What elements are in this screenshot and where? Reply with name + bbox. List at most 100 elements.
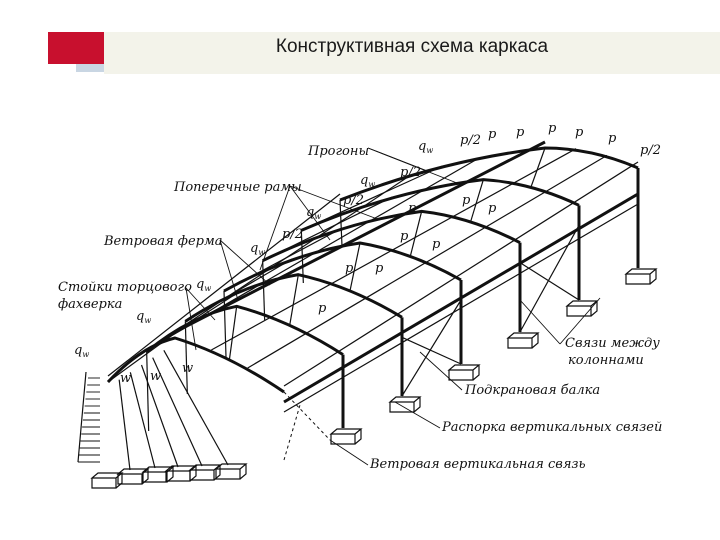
- title-band: [104, 32, 720, 74]
- frame-column-left: [184, 321, 188, 395]
- page-title: Конструктивная схема каркаса: [275, 36, 549, 57]
- leader-line: [185, 287, 216, 321]
- point-load-p-symbol: p: [516, 125, 525, 140]
- leader-line: [289, 185, 381, 221]
- roof-bracing: [530, 147, 546, 187]
- wind-point-w-symbol: w: [150, 369, 161, 384]
- frame-column-left: [339, 199, 343, 247]
- column-x-bracing: [519, 262, 580, 301]
- roof-purlin: [211, 148, 577, 351]
- label-leader-lines: [185, 147, 601, 466]
- footing: [388, 396, 422, 413]
- wind-load-qw-symbol: qw: [360, 173, 375, 189]
- point-load-p-symbol: p: [608, 131, 617, 146]
- decorative-blue-strip: [76, 64, 104, 72]
- footing: [329, 428, 363, 445]
- wind-point-w-symbol: w: [182, 361, 193, 376]
- footing: [565, 300, 599, 317]
- point-load-p-symbol: p: [375, 261, 384, 276]
- half-load-p2-symbol: p/2: [282, 227, 303, 242]
- wind-point-w-symbol: w: [120, 371, 131, 386]
- leader-line: [367, 147, 463, 186]
- footing: [90, 472, 124, 489]
- roof-bracing: [146, 289, 243, 353]
- roof-bracing: [228, 306, 238, 360]
- label-column-bracing-line1: Связи между: [565, 336, 660, 351]
- point-load-p-symbol: p: [488, 127, 497, 142]
- gable-post: [152, 357, 203, 467]
- wind-vertical-bracing: [283, 391, 331, 441]
- point-load-p-symbol: p: [345, 261, 354, 276]
- label-column-bracing-line2: колоннами: [568, 353, 644, 368]
- roof-purlin: [107, 193, 341, 377]
- half-load-p2-symbol: p/2: [400, 165, 421, 180]
- half-load-p2-symbol: p/2: [640, 143, 661, 158]
- wind-load-qw-symbol: qw: [196, 277, 211, 293]
- steel-frame-structure: [106, 140, 640, 471]
- leader-line: [289, 185, 331, 241]
- column-foundations: [90, 268, 658, 489]
- leader-line: [329, 439, 369, 466]
- label-crane-beam: Подкрановая балка: [464, 383, 600, 398]
- frame-column-left: [146, 351, 150, 432]
- point-load-p-symbol: p: [318, 301, 327, 316]
- roof-bracing: [301, 165, 443, 231]
- point-load-p-symbol: p: [488, 201, 497, 216]
- point-load-p-symbol: p: [432, 237, 441, 252]
- leader-line: [259, 185, 291, 271]
- wind-load-qw-symbol: qw: [418, 139, 433, 155]
- wind-load-qw-symbol: qw: [306, 205, 321, 221]
- leader-line: [219, 239, 239, 301]
- wind-load-qw-symbol: qw: [74, 343, 89, 359]
- cross-frame-rafter: [106, 336, 285, 394]
- label-wind-truss: Ветровая ферма: [103, 234, 223, 249]
- label-wind-vertical-bracing: Ветровая вертикальная связь: [369, 457, 586, 472]
- roof-bracing: [470, 179, 484, 222]
- footing: [214, 463, 248, 480]
- roof-bracing: [349, 242, 361, 291]
- roof-bracing: [289, 274, 299, 325]
- leader-line: [559, 297, 601, 345]
- leader-line: [394, 401, 441, 429]
- roof-purlin: [247, 154, 608, 369]
- leader-line: [185, 287, 197, 351]
- label-gable-posts-line2: фахверка: [58, 297, 122, 312]
- leader-line: [519, 299, 561, 345]
- label-cross-frames: Поперечные рамы: [173, 180, 302, 195]
- leader-line: [219, 239, 271, 286]
- point-load-p-symbol: p: [575, 125, 584, 140]
- gable-post: [129, 372, 156, 469]
- footing: [141, 466, 175, 483]
- half-load-p2-symbol: p/2: [343, 193, 364, 208]
- point-load-p-symbol: p: [400, 229, 409, 244]
- roof-bracing: [223, 227, 343, 292]
- column-x-bracing: [519, 225, 580, 333]
- column-x-bracing: [401, 299, 462, 397]
- half-load-p2-symbol: p/2: [460, 133, 481, 148]
- roof-bracing: [409, 211, 423, 256]
- leader-line: [419, 351, 463, 391]
- cross-frame-rafter: [184, 273, 403, 323]
- frame-column-left: [300, 230, 304, 284]
- wind-load-qw-symbol: qw: [250, 241, 265, 257]
- gable-post: [118, 379, 131, 471]
- label-purlins: Прогоны: [307, 144, 369, 159]
- label-bracing-strut: Распорка вертикальных связей: [441, 420, 662, 435]
- roof-purlin: [283, 161, 639, 387]
- wind-vertical-bracing: [283, 404, 301, 461]
- gable-post: [163, 350, 229, 466]
- roof-bracing: [185, 258, 293, 322]
- roof-purlin: [174, 140, 546, 334]
- footing: [447, 364, 481, 381]
- gable-post: [140, 364, 179, 468]
- roof-bracing: [262, 196, 393, 262]
- wind-load-qw-symbol: qw: [136, 309, 151, 325]
- crane-rail: [283, 203, 639, 413]
- cross-frame-rafter: [339, 146, 639, 202]
- crane-beam: [283, 192, 639, 404]
- label-gable-posts-line1: Стойки торцового: [58, 280, 192, 295]
- wind-load-envelope: [77, 371, 87, 463]
- point-load-p-symbol: p: [408, 201, 417, 216]
- column-x-bracing: [401, 336, 462, 365]
